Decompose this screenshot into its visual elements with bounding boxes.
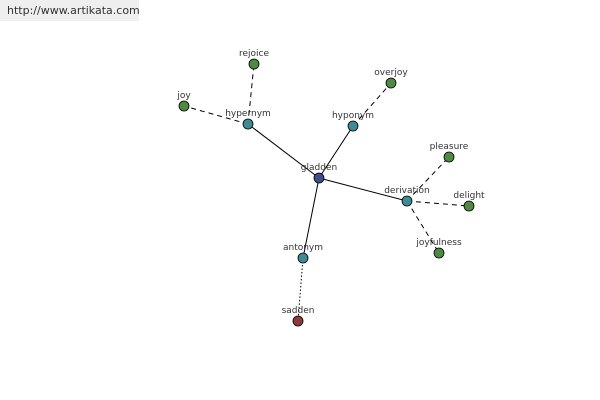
node-label-overjoy: overjoy	[374, 68, 408, 78]
node-label-sadden: sadden	[282, 306, 315, 316]
node-label-gladden: gladden	[301, 163, 337, 173]
node-overjoy[interactable]: overjoy	[374, 68, 408, 89]
edge-gladden-derivation	[318, 177, 408, 202]
node-circle-gladden[interactable]	[313, 172, 325, 184]
node-label-joy: joy	[176, 91, 191, 101]
edge-gladden-hypernym	[247, 123, 320, 179]
edge-hypernym-rejoice	[247, 63, 255, 125]
edge-derivation-pleasure	[406, 156, 450, 202]
nodes-layer: gladden hypernym hyponym derivation antonym r…	[176, 49, 485, 327]
node-delight[interactable]: delight	[453, 191, 485, 212]
source-url-banner[interactable]: http://www.artikata.com	[0, 0, 140, 21]
node-gladden[interactable]: gladden	[301, 163, 337, 184]
node-circle-derivation[interactable]	[401, 195, 413, 207]
node-label-joyfulness: joyfulness	[415, 238, 462, 248]
node-joyfulness[interactable]: joyfulness	[415, 238, 462, 259]
edges-layer	[183, 63, 470, 322]
node-circle-rejoice[interactable]	[248, 58, 260, 70]
edge-antonym-sadden	[297, 257, 304, 322]
node-circle-overjoy[interactable]	[385, 77, 397, 89]
node-circle-joyfulness[interactable]	[433, 247, 445, 259]
edge-derivation-joyfulness	[406, 200, 440, 254]
node-label-delight: delight	[453, 191, 485, 201]
node-circle-pleasure[interactable]	[443, 151, 455, 163]
node-sadden[interactable]: sadden	[282, 306, 315, 327]
node-label-derivation: derivation	[384, 186, 430, 196]
node-derivation[interactable]: derivation	[384, 186, 430, 207]
node-label-hyponym: hyponym	[332, 111, 374, 121]
node-antonym[interactable]: antonym	[283, 243, 323, 264]
edge-gladden-antonym	[302, 177, 320, 259]
node-hyponym[interactable]: hyponym	[332, 111, 374, 132]
node-circle-hyponym[interactable]	[347, 120, 359, 132]
node-label-rejoice: rejoice	[239, 49, 269, 59]
edge-hyponym-overjoy	[352, 82, 392, 127]
node-hypernym[interactable]: hypernym	[225, 109, 271, 130]
node-circle-antonym[interactable]	[297, 252, 309, 264]
node-rejoice[interactable]: rejoice	[239, 49, 269, 70]
node-label-antonym: antonym	[283, 243, 323, 253]
node-circle-delight[interactable]	[463, 200, 475, 212]
node-label-pleasure: pleasure	[430, 142, 469, 152]
node-circle-hypernym[interactable]	[242, 118, 254, 130]
node-circle-sadden[interactable]	[292, 315, 304, 327]
edge-derivation-delight	[406, 200, 470, 207]
node-joy[interactable]: joy	[176, 91, 191, 112]
node-label-hypernym: hypernym	[225, 109, 271, 119]
edge-hypernym-joy	[183, 105, 249, 125]
node-circle-joy[interactable]	[178, 100, 190, 112]
node-pleasure[interactable]: pleasure	[430, 142, 469, 163]
edge-gladden-hyponym	[318, 125, 354, 179]
